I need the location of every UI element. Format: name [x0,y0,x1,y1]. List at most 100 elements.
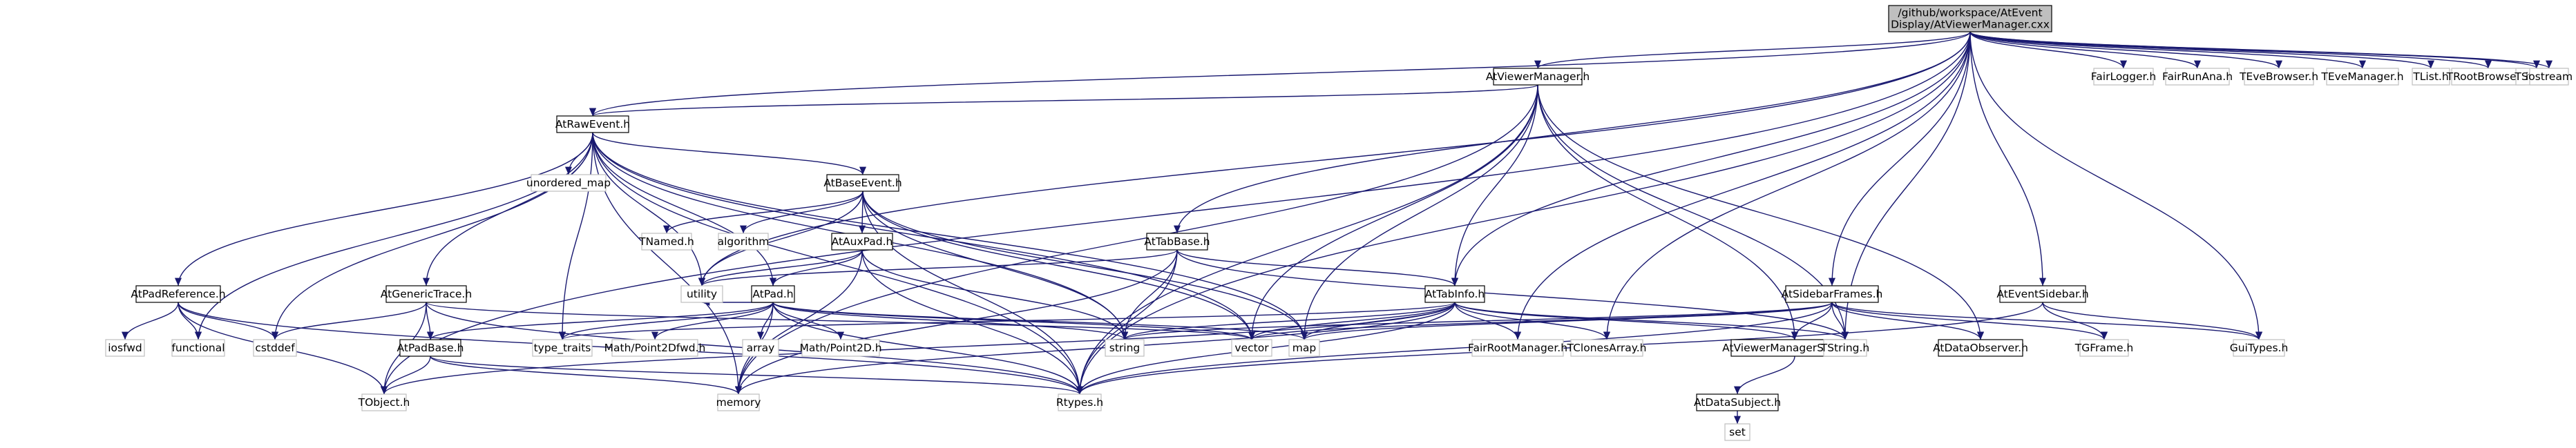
node-map: map [1288,339,1320,357]
node-iostream: iostream [2526,68,2573,86]
node-AtTabInfo[interactable]: AtTabInfo.h [1424,285,1485,303]
node-box [532,339,593,357]
node-MathPoint2D: Math/Point2D.h [799,339,882,357]
node-label: FairLogger.h [2091,70,2156,83]
node-label: type_traits [534,342,591,355]
edge-AtPadBase-to-memory [430,356,742,395]
edge-AtViewerManager-to-vector [1248,84,1538,340]
edge-AtTabBase-to-AtTabInfo [1176,249,1458,286]
node-layer: /github/workspace/AtEventDisplay/AtViewe… [105,5,2573,441]
node-label: string [1109,342,1141,354]
node-AtSidebarFrames[interactable]: AtSidebarFrames.h [1782,285,1883,303]
node-box [2529,68,2569,86]
node-label: /github/workspace/AtEvent [1898,7,2042,19]
node-box [2165,68,2230,86]
node-label: TGFrame.h [2074,342,2134,354]
node-label: AtDataSubject.h [1694,396,1781,409]
node-AtViewerManager[interactable]: AtViewerManager.h [1486,68,1590,86]
node-box [2412,68,2450,86]
edge-AtAuxPad-to-AtPad [770,249,863,286]
node-AtPadBase[interactable]: AtPadBase.h [397,339,464,357]
edge-AtPad-to-type_traits [559,302,774,340]
edge-AtRawEvent-to-type_traits [558,132,593,340]
node-label: FairRunAna.h [2162,70,2233,83]
node-box [385,285,467,303]
node-box [105,339,145,357]
node-AtAuxPad[interactable]: AtAuxPad.h [831,233,893,251]
node-type_traits: type_traits [532,339,593,357]
edge-AtGenericTrace-to-cstddef [271,302,427,340]
node-box [556,115,629,133]
node-label: AtTabInfo.h [1425,288,1485,300]
node-box [531,174,607,192]
edge-AtRawEvent-to-unordered_map [564,132,593,175]
edge-AtBaseEvent-to-TNamed [663,191,864,234]
edge-root-to-TObject [381,31,1971,395]
node-label: AtSidebarFrames.h [1782,288,1883,300]
node-TList: TList.h [2412,68,2450,86]
edge-root-to-FairRunAna [1969,31,2201,69]
edge-layer [121,31,2553,424]
node-AtRawEvent[interactable]: AtRawEvent.h [555,115,630,133]
node-box [1823,339,1867,357]
edge-root-to-AtEventSidebar [1969,31,2047,286]
node-label: GuiTypes.h [2230,342,2289,354]
edge-AtViewerManager-to-AtTabInfo [1451,84,1538,286]
node-box [680,285,723,303]
edge-root-to-TString [1841,31,1971,340]
edge-AtSidebarFrames-to-AtDataObserver [1831,302,1984,340]
edge-root-to-AtTabInfo [1451,31,1971,286]
edge-AtSidebarFrames-to-GuiTypes [1831,302,2262,340]
node-label: array [747,342,775,354]
node-TObject: TObject.h [358,393,410,411]
node-string: string [1105,339,1145,357]
edge-root-to-AtSidebarFrames [1828,31,1971,286]
node-AtPad[interactable]: AtPad.h [751,285,795,303]
node-unordered_map: unordered_map [526,174,611,192]
edge-AtTabBase-to-utility [698,249,1178,286]
edge-root-to-iostream [1969,31,2553,69]
node-utility: utility [680,285,723,303]
node-AtPadReference[interactable]: AtPadReference.h [131,285,226,303]
edge-AtRawEvent-to-vector [592,132,1255,340]
node-AtGenericTrace[interactable]: AtGenericTrace.h [381,285,472,303]
node-label: iostream [2526,70,2573,83]
node-label: Display/AtViewerManager.cxx [1891,19,2050,31]
node-iosfwd: iosfwd [105,339,145,357]
edge-AtBaseEvent-to-vector [862,191,1255,340]
edge-AtSidebarFrames-to-TGFrame [1831,302,2108,340]
node-TEveBrowser: TEveBrowser.h [2239,68,2318,86]
edge-AtEventSidebar-to-GuiTypes [2042,302,2262,340]
node-label: functional [171,342,225,354]
edge-AtTabBase-to-Rtypes [1076,249,1178,395]
root-file-node: /github/workspace/AtEventDisplay/AtViewe… [1888,5,2052,32]
node-AtEventSidebar[interactable]: AtEventSidebar.h [1996,285,2089,303]
edge-root-to-TEveBrowser [1969,31,2282,69]
node-box [641,233,692,251]
node-label: map [1292,342,1316,354]
node-Rtypes: Rtypes.h [1056,393,1103,411]
edge-AtViewerManager-to-AtRawEvent [589,84,1538,117]
edge-AtSidebarFrames-to-TString [1831,302,1849,340]
node-AtDataSubject[interactable]: AtDataSubject.h [1694,393,1781,411]
node-AtDataObserver[interactable]: AtDataObserver.h [1933,339,2028,357]
edge-AtPadReference-to-cstddef [178,302,278,340]
edge-root-to-TList [1969,31,2434,69]
node-TNamed: TNamed.h [638,233,694,251]
node-TClonesArray: TClonesArray.h [1567,339,1646,357]
edge-AtAuxPad-to-utility [698,249,863,286]
edge-AtViewerManager-to-AtViewerManagerSubject [1537,84,1799,340]
edge-AtRawEvent-to-AtPad [592,132,777,286]
edge-AtPad-to-MathPoint2Dfwd [651,302,774,340]
node-box [611,339,698,357]
node-box [1724,423,1750,441]
node-AtTabBase[interactable]: AtTabBase.h [1144,233,1210,251]
node-label: cstddef [255,342,295,354]
edge-root-to-Rtypes [1076,31,1971,395]
node-label: AtPad.h [752,288,793,300]
edge-root-to-utility [698,31,1971,286]
node-AtBaseEvent[interactable]: AtBaseEvent.h [823,174,902,192]
edge-root-to-FairRootManager [1514,31,1971,340]
node-label: AtGenericTrace.h [381,288,472,300]
